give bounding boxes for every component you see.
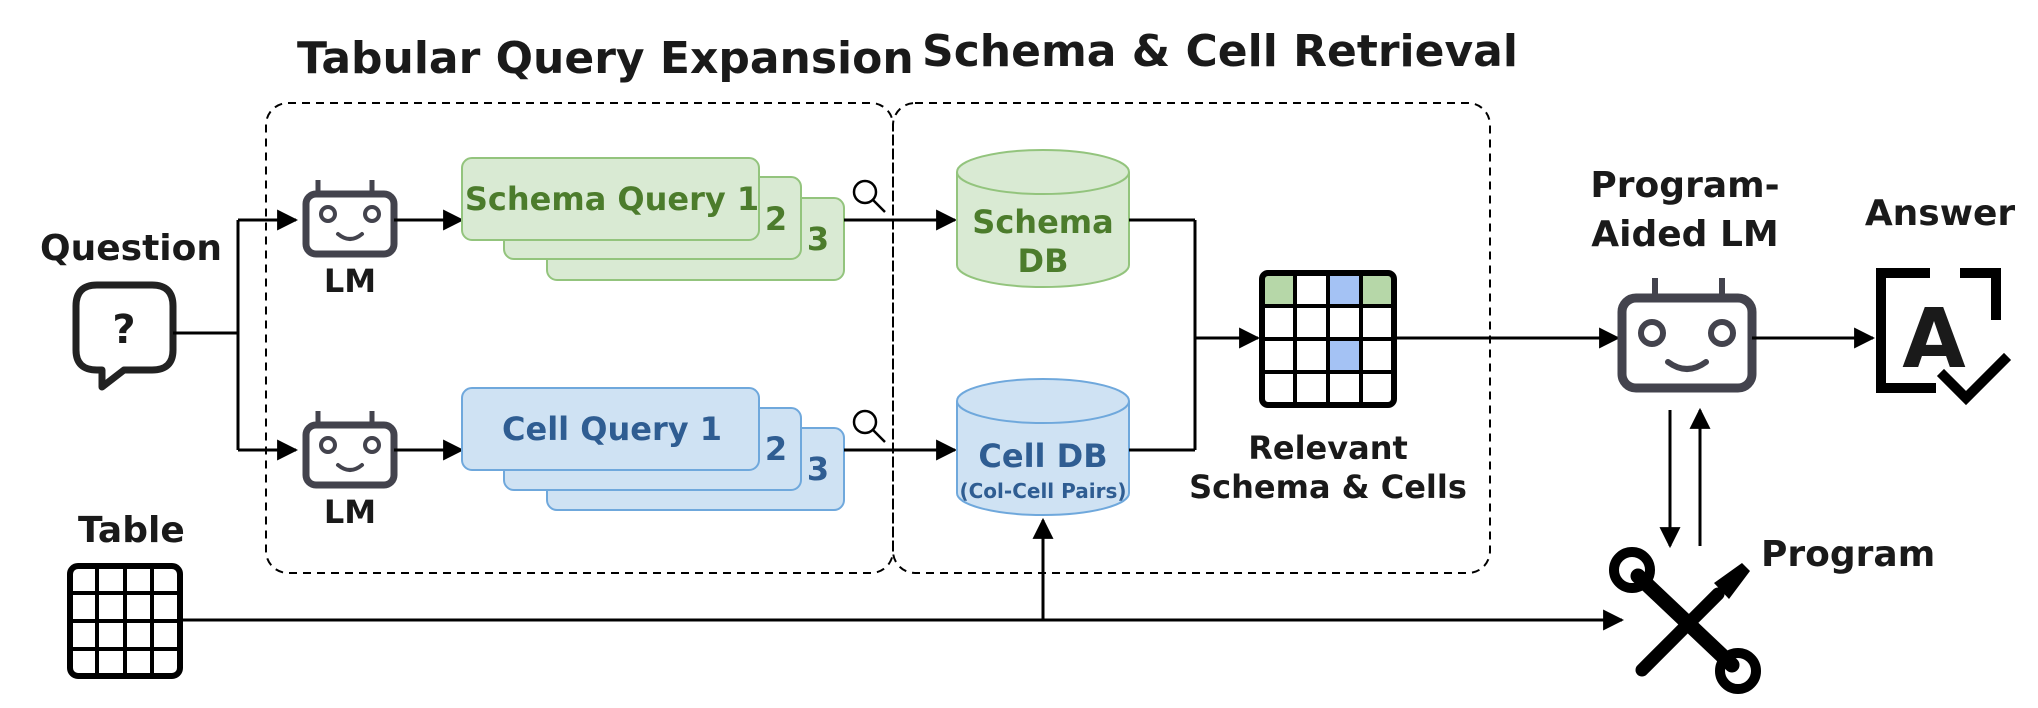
answer-label: Answer xyxy=(1865,193,2016,234)
lm-robot-icon-top xyxy=(302,180,398,258)
table-label: Table xyxy=(78,510,185,551)
program-lm-label-1: Program- xyxy=(1590,165,1779,206)
svg-text:A: A xyxy=(1902,292,1966,387)
table-icon xyxy=(67,563,183,679)
title-schema-cell-retrieval: Schema & Cell Retrieval xyxy=(922,26,1518,77)
program-label: Program xyxy=(1761,534,1935,575)
lm-label-top: LM xyxy=(324,262,376,300)
question-bubble-icon: ? xyxy=(72,281,177,391)
lm-robot-icon-bottom xyxy=(302,411,398,489)
schema-query-stack: Schema Query 1 2 3 xyxy=(461,157,845,281)
schema-query-3: 3 xyxy=(807,220,829,258)
relevant-table-icon xyxy=(1259,270,1397,408)
cell-db-title: Cell DB xyxy=(978,437,1107,475)
relevant-label-2: Schema & Cells xyxy=(1189,468,1467,506)
schema-db-label-2: DB xyxy=(1018,242,1069,280)
program-lm-label-2: Aided LM xyxy=(1591,214,1778,255)
title-tabular-query-expansion: Tabular Query Expansion xyxy=(297,33,914,84)
answer-check-icon: A xyxy=(1876,268,2012,406)
lm-label-bottom: LM xyxy=(324,493,376,531)
cell-query-stack: Cell Query 1 2 3 xyxy=(461,387,845,511)
schema-query-2: 2 xyxy=(765,200,787,238)
search-icon-top xyxy=(852,179,886,213)
svg-text:?: ? xyxy=(112,307,135,353)
search-icon-bottom xyxy=(852,409,886,443)
cell-db-subtitle: (Col-Cell Pairs) xyxy=(959,479,1126,503)
program-tools-icon xyxy=(1609,547,1761,694)
cell-query-3: 3 xyxy=(807,450,829,488)
schema-db-label-1: Schema xyxy=(972,203,1113,241)
relevant-label-1: Relevant xyxy=(1248,429,1408,467)
question-connectors xyxy=(173,209,299,461)
cell-db-cylinder: Cell DB (Col-Cell Pairs) xyxy=(956,378,1130,516)
schema-query-1: Schema Query 1 xyxy=(465,180,759,218)
cell-query-2: 2 xyxy=(765,430,787,468)
question-label: Question xyxy=(40,228,222,269)
cell-query-1: Cell Query 1 xyxy=(502,410,722,448)
schema-db-cylinder: Schema DB xyxy=(956,149,1130,288)
program-lm-robot-icon xyxy=(1617,278,1757,393)
db-merge-connectors xyxy=(1129,218,1261,452)
